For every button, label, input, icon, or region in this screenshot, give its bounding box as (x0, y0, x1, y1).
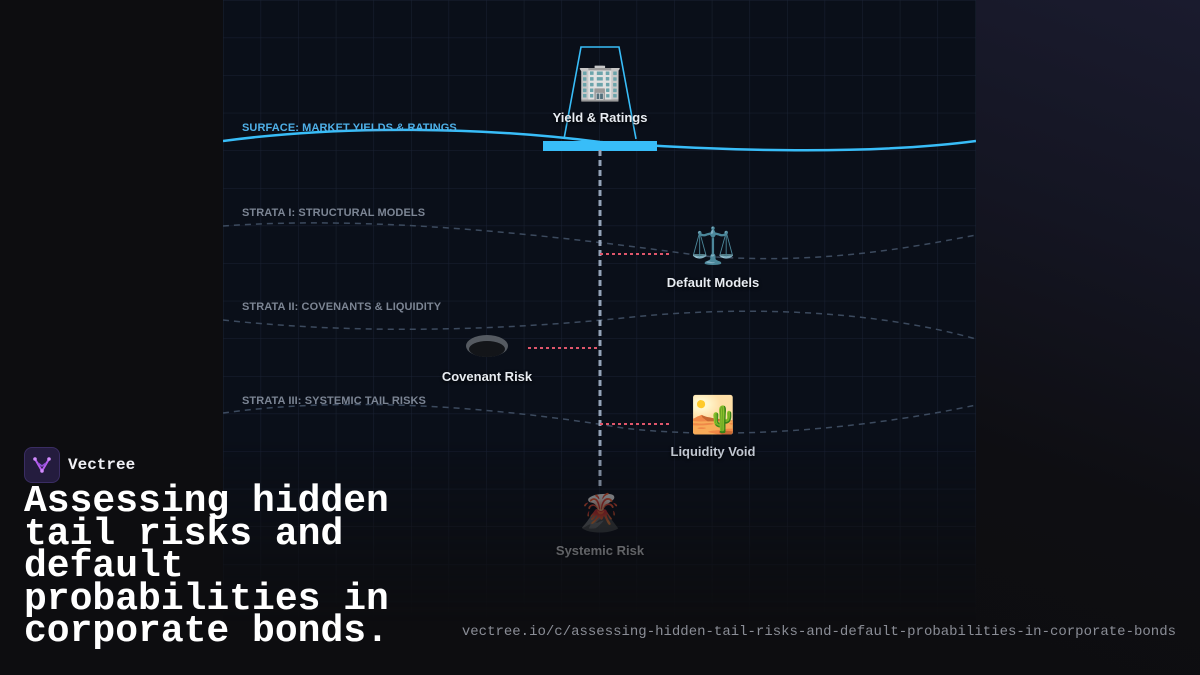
page-url[interactable]: vectree.io/c/assessing-hidden-tail-risks… (461, 624, 1176, 640)
brand-name: Vectree (68, 456, 136, 474)
diagram-panel: SURFACE: MARKET YIELDS & RATINGS STRATA … (223, 0, 976, 675)
vectree-logo-icon (24, 447, 60, 483)
layer-label-strata-3: STRATA III: SYSTEMIC TAIL RISKS (242, 395, 426, 407)
node-label-systemic-risk: Systemic Risk (555, 543, 645, 558)
brand: Vectree (24, 447, 135, 483)
volcano-icon: 🌋 (577, 492, 623, 533)
desert-icon: 🏜️ (690, 394, 736, 435)
strata-line-1 (223, 222, 976, 260)
node-label-default-models: Default Models (666, 275, 760, 290)
drill-platform (543, 141, 657, 151)
node-label-covenant-risk: Covenant Risk (441, 369, 533, 384)
headline: Assessing hidden tail risks and default … (24, 480, 389, 653)
node-label-yield-ratings: Yield & Ratings (552, 110, 648, 125)
node-label-liquidity-void: Liquidity Void (670, 444, 756, 459)
balance-scale-icon: ⚖️ (690, 225, 736, 266)
drill-rig-icon (563, 46, 637, 140)
strata-line-3 (223, 403, 976, 434)
layer-label-surface: SURFACE: MARKET YIELDS & RATINGS (242, 122, 457, 134)
strata-line-2 (223, 310, 976, 340)
office-building-icon: 🏢 (577, 61, 623, 102)
grid-background (223, 0, 976, 675)
hole-icon (466, 335, 508, 357)
layer-label-strata-1: STRATA I: STRUCTURAL MODELS (242, 207, 426, 219)
background-gradient (976, 0, 1200, 675)
layer-label-strata-2: STRATA II: COVENANTS & LIQUIDITY (242, 301, 442, 313)
diagram-canvas (223, 0, 976, 675)
